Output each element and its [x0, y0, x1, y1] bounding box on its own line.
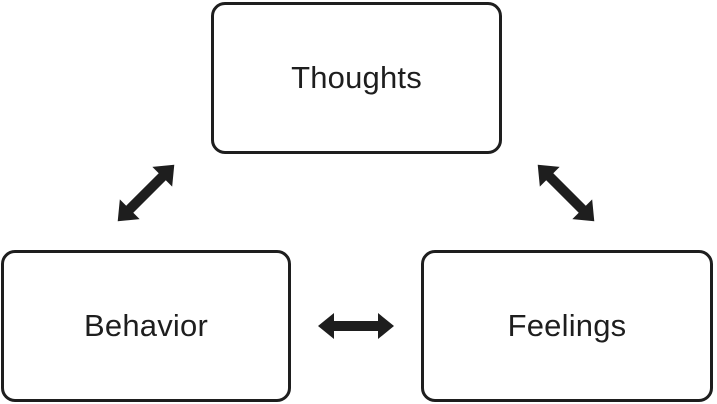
thoughts-label: Thoughts	[291, 60, 422, 95]
feelings-box: Feelings	[421, 250, 713, 402]
feelings-label: Feelings	[507, 308, 627, 343]
behavior-label: Behavior	[84, 308, 208, 343]
thoughts-behavior-double-arrow	[117, 164, 175, 222]
thoughts-feelings-double-arrow	[537, 164, 595, 222]
behavior-box: Behavior	[1, 250, 291, 402]
thoughts-box: Thoughts	[211, 2, 502, 154]
behavior-feelings-double-arrow	[318, 313, 394, 339]
